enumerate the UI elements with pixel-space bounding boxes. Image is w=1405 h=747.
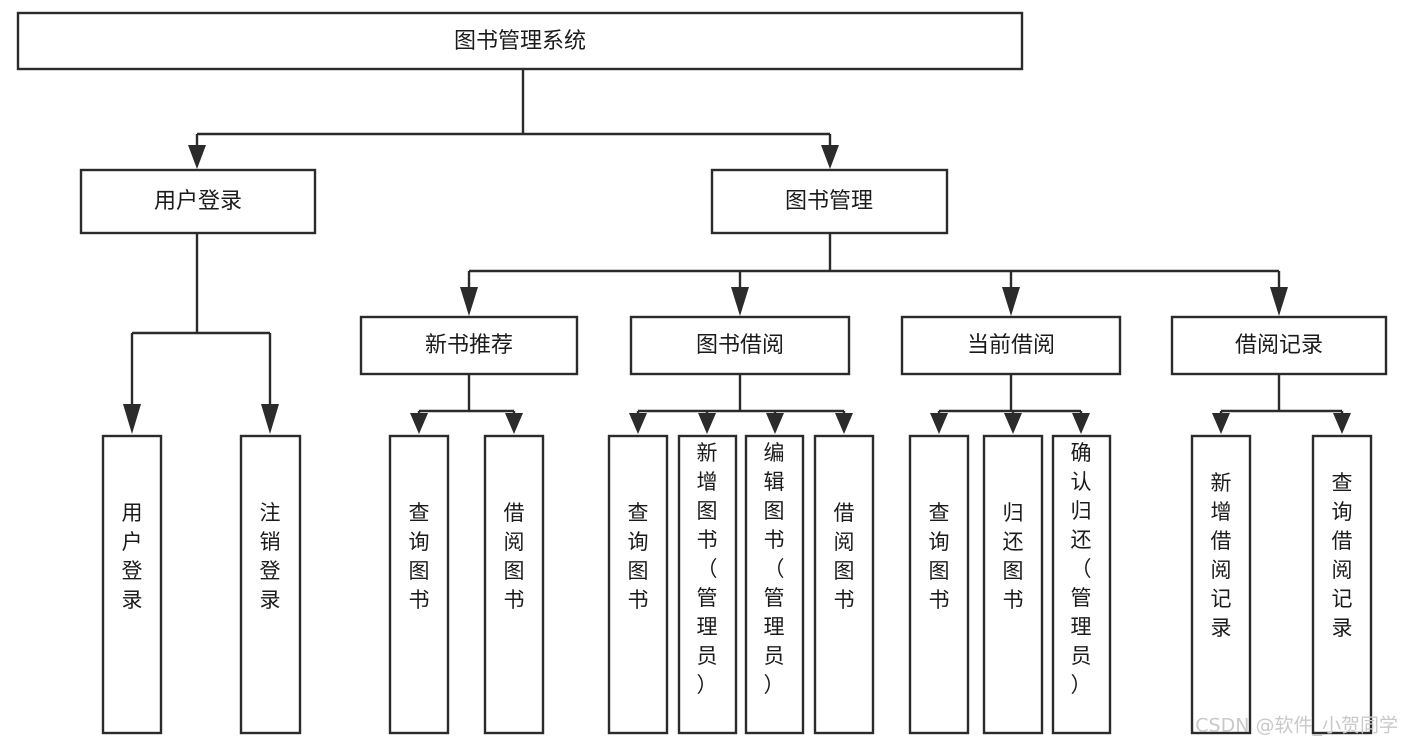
leaf-node-query-book-recommend[interactable]: 查询图书 xyxy=(388,434,450,735)
arrow-head-borrow-record-leaf-1 xyxy=(1212,413,1230,434)
leaf-user-login-label: 用户登录 xyxy=(122,501,143,612)
leaf-query-book-borrow-box[interactable] xyxy=(607,434,669,735)
arrow-head-root-to-book-management xyxy=(821,145,839,169)
leaf-add-book-admin-box[interactable] xyxy=(677,434,738,735)
node-new-book-recommend[interactable]: 新书推荐 xyxy=(359,315,579,376)
node-user-login-box[interactable] xyxy=(79,168,317,235)
leaf-borrow-book-label: 借阅图书 xyxy=(834,501,855,612)
node-root-label: 图书管理系统 xyxy=(454,29,586,54)
leaf-node-confirm-return-admin[interactable]: 确认归还（管理员） xyxy=(1051,434,1112,735)
leaf-confirm-return-admin-label: 确认归还（管理员） xyxy=(1071,441,1092,697)
arrow-head-bm-current-borrow xyxy=(1002,287,1020,316)
leaf-query-book-recommend-label: 查询图书 xyxy=(409,501,430,612)
leaf-query-book-current-box[interactable] xyxy=(908,434,970,735)
node-root-box[interactable] xyxy=(16,11,1024,71)
arrow-head-user-login-leaf-2 xyxy=(261,404,279,434)
arrow-head-current-borrow-leaf-3 xyxy=(1072,413,1090,434)
arrow-head-current-borrow-leaf-1 xyxy=(930,413,948,434)
leaf-query-book-current-label: 查询图书 xyxy=(929,501,950,612)
leaf-logout-login-box[interactable] xyxy=(239,434,302,735)
leaf-confirm-return-admin-box[interactable] xyxy=(1051,434,1112,735)
arrow-head-book-borrow-leaf-4 xyxy=(835,413,853,434)
arrow-head-book-borrow-leaf-2 xyxy=(698,413,716,434)
leaf-edit-book-admin-label: 编辑图书（管理员） xyxy=(764,441,785,697)
node-book-management-box[interactable] xyxy=(710,168,949,235)
node-user-login[interactable]: 用户登录 xyxy=(79,168,317,235)
leaf-borrow-book-recommend-box[interactable] xyxy=(483,434,545,735)
node-new-book-recommend-label: 新书推荐 xyxy=(425,333,513,358)
leaf-node-logout-login[interactable]: 注销登录 xyxy=(239,434,302,735)
leaf-node-borrow-book-recommend[interactable]: 借阅图书 xyxy=(483,434,545,735)
node-book-management[interactable]: 图书管理 xyxy=(710,168,949,235)
leaf-node-add-book-admin[interactable]: 新增图书（管理员） xyxy=(677,434,738,735)
node-current-borrow[interactable]: 当前借阅 xyxy=(900,315,1122,376)
leaf-query-book-borrow-label: 查询图书 xyxy=(628,501,649,612)
connector-layer xyxy=(123,69,1351,434)
node-current-borrow-label: 当前借阅 xyxy=(967,333,1055,358)
node-root[interactable]: 图书管理系统 xyxy=(16,11,1024,71)
node-current-borrow-box[interactable] xyxy=(900,315,1122,376)
leaf-add-borrow-record-label: 新增借阅记录 xyxy=(1211,471,1232,640)
leaf-node-user-login[interactable]: 用户登录 xyxy=(101,434,163,735)
leaf-return-book-label: 归还图书 xyxy=(1003,501,1024,612)
arrow-head-user-login-leaf-1 xyxy=(123,404,141,434)
node-book-borrow-label: 图书借阅 xyxy=(696,333,784,358)
leaf-node-edit-book-admin[interactable]: 编辑图书（管理员） xyxy=(744,434,805,735)
arrow-head-current-borrow-leaf-2 xyxy=(1004,413,1022,434)
arrow-head-new-book-leaf-2 xyxy=(505,413,523,434)
node-borrow-record[interactable]: 借阅记录 xyxy=(1170,315,1388,376)
leaf-add-borrow-record-box[interactable] xyxy=(1190,434,1252,735)
leaf-query-borrow-record-box[interactable] xyxy=(1311,434,1373,735)
leaf-query-borrow-record-label: 查询借阅记录 xyxy=(1332,471,1353,640)
arrow-head-bm-borrow-record xyxy=(1270,287,1288,316)
node-new-book-recommend-box[interactable] xyxy=(359,315,579,376)
arrow-head-borrow-record-leaf-2 xyxy=(1333,413,1351,434)
node-borrow-record-box[interactable] xyxy=(1170,315,1388,376)
leaf-return-book-box[interactable] xyxy=(982,434,1044,735)
node-borrow-record-label: 借阅记录 xyxy=(1235,333,1323,358)
leaf-user-login-box[interactable] xyxy=(101,434,163,735)
arrow-head-bm-book-borrow xyxy=(731,287,749,316)
node-book-management-label: 图书管理 xyxy=(785,189,873,214)
leaf-node-borrow-book[interactable]: 借阅图书 xyxy=(813,434,875,735)
leaf-node-query-borrow-record[interactable]: 查询借阅记录 xyxy=(1311,434,1373,735)
leaf-add-book-admin-label: 新增图书（管理员） xyxy=(697,441,718,697)
arrow-head-new-book-leaf-1 xyxy=(410,413,428,434)
leaf-borrow-book-box[interactable] xyxy=(813,434,875,735)
leaf-node-return-book[interactable]: 归还图书 xyxy=(982,434,1044,735)
node-book-borrow-box[interactable] xyxy=(629,315,851,376)
csdn-watermark: CSDN @软件_小贺同学 xyxy=(1195,715,1398,737)
leaf-borrow-book-recommend-label: 借阅图书 xyxy=(504,501,525,612)
leaf-node-query-book-current[interactable]: 查询图书 xyxy=(908,434,970,735)
arrow-head-bm-new-book xyxy=(460,287,478,316)
arrow-head-book-borrow-leaf-3 xyxy=(766,413,784,434)
node-user-login-label: 用户登录 xyxy=(154,189,242,214)
leaf-node-add-borrow-record[interactable]: 新增借阅记录 xyxy=(1190,434,1252,735)
leaf-logout-login-label: 注销登录 xyxy=(260,501,281,612)
node-book-borrow[interactable]: 图书借阅 xyxy=(629,315,851,376)
leaf-node-query-book-borrow[interactable]: 查询图书 xyxy=(607,434,669,735)
leaf-edit-book-admin-box[interactable] xyxy=(744,434,805,735)
arrow-head-root-to-user-login xyxy=(188,145,206,169)
leaf-query-book-recommend-box[interactable] xyxy=(388,434,450,735)
arrow-head-book-borrow-leaf-1 xyxy=(629,413,647,434)
